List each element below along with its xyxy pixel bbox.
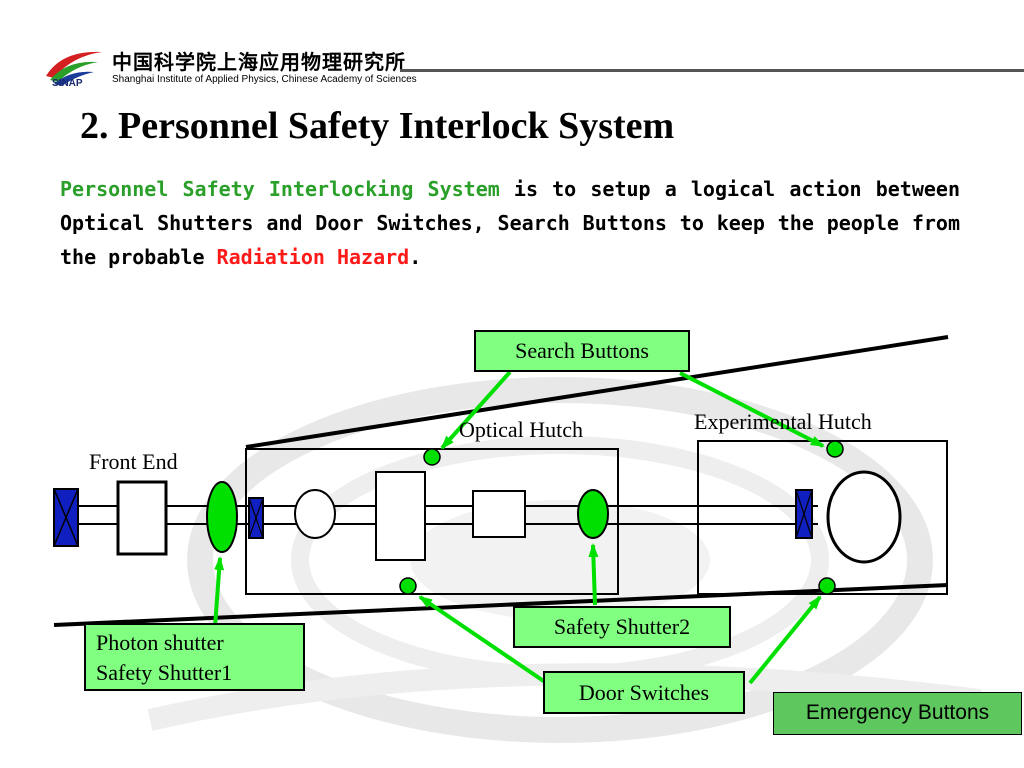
experimental-valve-icon [795, 489, 813, 539]
door-switches-callout: Door Switches [543, 671, 745, 714]
experimental-hutch-label: Experimental Hutch [694, 409, 872, 434]
logo-abbr: SINAP [52, 78, 83, 89]
emergency-buttons-callout: Emergency Buttons [773, 692, 1022, 735]
radiation-hazard-highlight: Radiation Hazard [216, 245, 410, 269]
safety-shutter1-icon [206, 481, 238, 553]
safety-shutter2-callout: Safety Shutter2 [513, 606, 731, 648]
arrow-door-optical [418, 595, 547, 684]
intro-paragraph: Personnel Safety Interlocking System is … [60, 172, 960, 274]
intro-body: is to setup a logical action between Opt… [60, 177, 960, 269]
institute-name-en: Shanghai Institute of Applied Physics, C… [112, 74, 417, 85]
search-button-experimental-icon [826, 440, 844, 458]
safety-shutter2-icon [577, 489, 609, 539]
safety-shutter1-text: Safety Shutter1 [96, 660, 233, 685]
photon-shutter-text: Photon shutter [96, 630, 224, 655]
front-end-component [116, 480, 168, 556]
arrow-door-experimental [748, 595, 822, 685]
lower-shield-line [53, 583, 949, 627]
arrow-search-optical [440, 370, 512, 450]
arrow-shutter2 [588, 543, 599, 606]
system-name-highlight: Personnel Safety Interlocking System [60, 177, 500, 201]
header-divider [400, 69, 1024, 72]
mirror-box [472, 490, 526, 538]
monochromator-box [375, 471, 426, 561]
intro-end: . [409, 245, 422, 269]
photon-shutter-callout: Photon shutter Safety Shutter1 [84, 623, 305, 691]
door-switch-experimental-icon [818, 577, 836, 595]
upper-shield-line [245, 335, 949, 449]
search-button-optical-icon [423, 448, 441, 466]
sinap-logo-icon [46, 51, 102, 86]
slide-title: 2. Personnel Safety Interlock System [80, 105, 675, 147]
experimental-hutch-box [697, 440, 948, 595]
arrow-shutter1 [213, 556, 225, 628]
search-buttons-callout: Search Buttons [474, 330, 690, 372]
wall-valve-icon [248, 497, 264, 539]
front-end-valve-icon [53, 488, 79, 547]
door-switch-optical-icon [399, 577, 417, 595]
optical-element-round [294, 489, 336, 539]
arrow-search-experimental [679, 371, 825, 448]
experiment-station [826, 470, 902, 564]
optical-hutch-label: Optical Hutch [459, 417, 584, 442]
institute-name-cn: 中国科学院上海应用物理研究所 [112, 52, 406, 74]
front-end-label: Front End [89, 449, 178, 474]
